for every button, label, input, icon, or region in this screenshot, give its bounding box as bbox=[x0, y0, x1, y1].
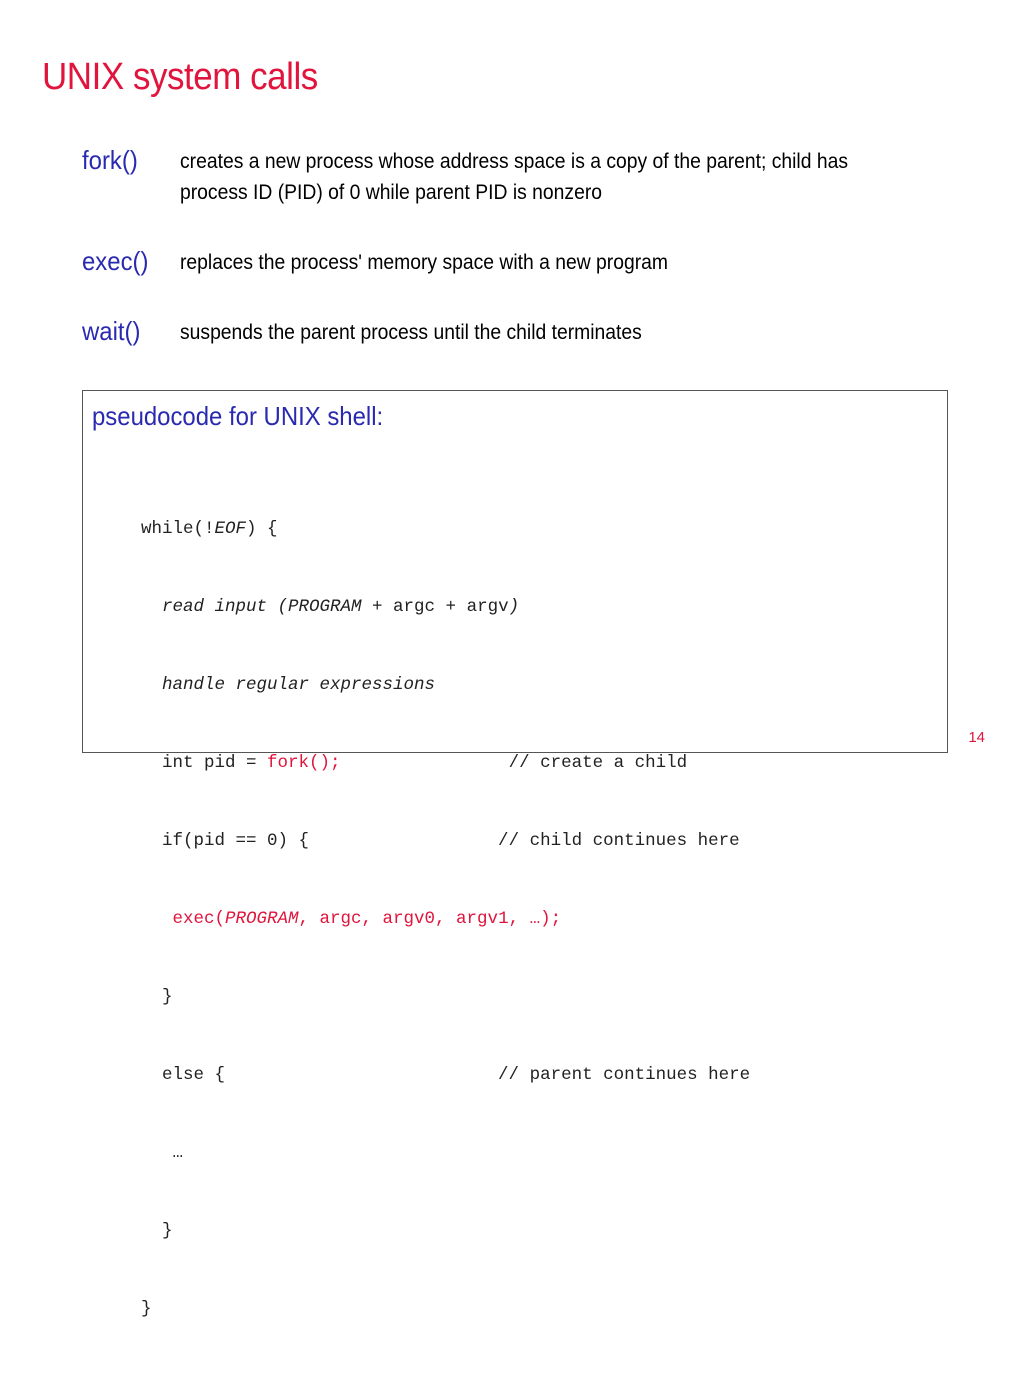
desc-exec: replaces the process' memory space with … bbox=[180, 251, 668, 274]
code-line: handle regular expressions bbox=[141, 675, 436, 695]
desc-wait: suspends the parent process until the ch… bbox=[180, 321, 642, 344]
code-text: ) bbox=[508, 597, 520, 617]
page-number: 14 bbox=[968, 729, 985, 746]
code-line: } bbox=[141, 1221, 173, 1241]
term-exec: exec() bbox=[82, 246, 149, 276]
code-text: if(pid == 0) { bbox=[141, 831, 310, 851]
code-text: + argc + argv bbox=[361, 597, 509, 617]
term-wait: wait() bbox=[82, 316, 141, 346]
code-text: exec( bbox=[141, 909, 226, 929]
code-text: fork(); bbox=[267, 753, 341, 773]
code-text: int pid = bbox=[141, 753, 268, 773]
code-comment: // parent continues here bbox=[225, 1065, 751, 1085]
code-line: } bbox=[141, 1299, 152, 1319]
code-line: read input (PROGRAM + argc + argv) bbox=[141, 594, 750, 620]
pseudocode-title: pseudocode for UNIX shell: bbox=[92, 401, 384, 431]
code-text: PROGRAM bbox=[225, 909, 299, 929]
code-text: ) { bbox=[246, 519, 278, 539]
code-line: if(pid == 0) { // child continues here bbox=[141, 828, 750, 854]
code-line: else { // parent continues here bbox=[141, 1062, 750, 1088]
code-line: } bbox=[141, 987, 173, 1007]
code-text: read input (PROGRAM bbox=[141, 597, 362, 617]
pseudocode-box: pseudocode for UNIX shell: while(!EOF) {… bbox=[82, 390, 948, 1319]
code-comment: // create a child bbox=[340, 753, 688, 773]
desc-fork: creates a new process whose address spac… bbox=[180, 150, 848, 204]
code-text: EOF bbox=[214, 519, 247, 539]
code-line: while(!EOF) { bbox=[141, 516, 750, 542]
code-line: int pid = fork(); // create a child bbox=[141, 750, 750, 776]
term-fork: fork() bbox=[82, 145, 138, 175]
slide-title: UNIX system calls bbox=[42, 56, 318, 98]
code-text: , argc, argv0, argv1, …); bbox=[298, 909, 562, 929]
code-text: while(! bbox=[141, 519, 215, 539]
code-line: … bbox=[141, 1143, 184, 1163]
code-text: else { bbox=[141, 1065, 226, 1085]
code-line: exec(PROGRAM, argc, argv0, argv1, …); bbox=[141, 906, 750, 932]
pseudocode-listing: while(!EOF) { read input (PROGRAM + argc… bbox=[141, 464, 750, 1374]
code-comment: // child continues here bbox=[309, 831, 740, 851]
